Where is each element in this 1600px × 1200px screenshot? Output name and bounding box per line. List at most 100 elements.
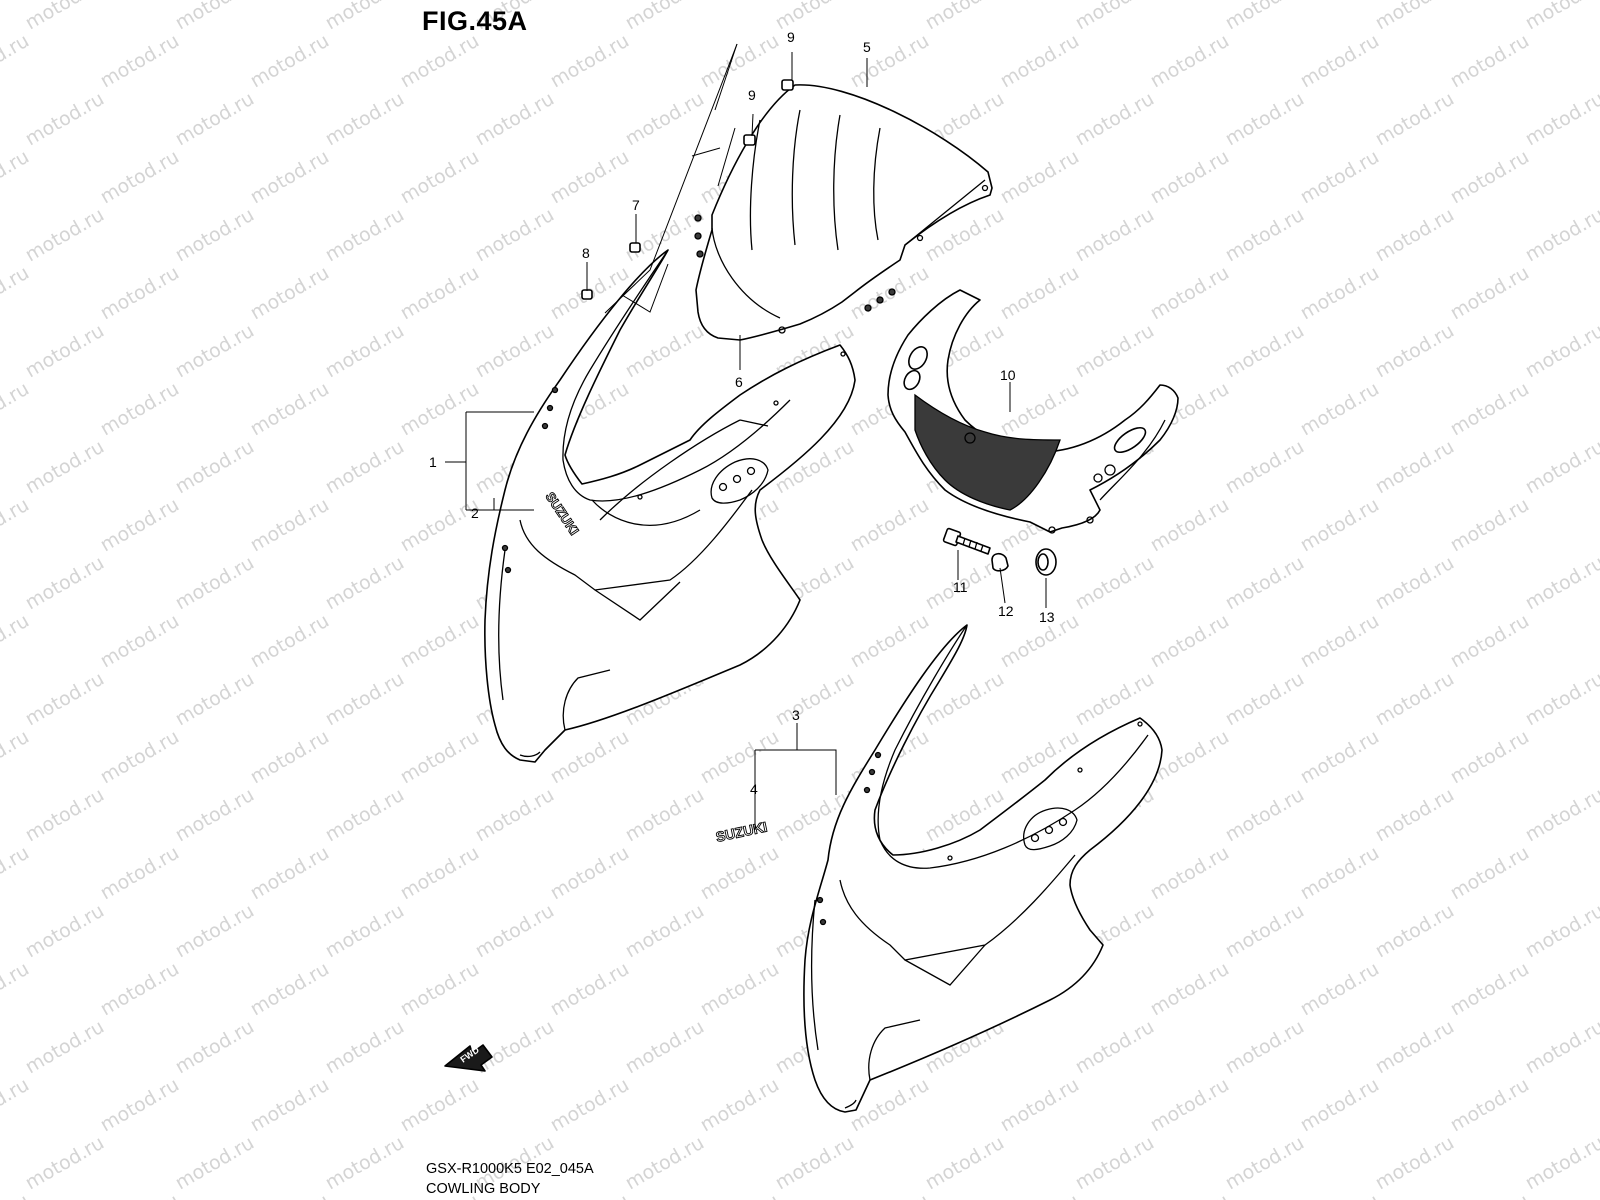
watermark-text: motod.ru — [322, 552, 408, 615]
watermark-text: motod.ru — [772, 0, 858, 34]
watermark-text: motod.ru — [1222, 0, 1308, 34]
watermark-text: motod.ru — [1072, 88, 1158, 151]
watermark-text: motod.ru — [0, 378, 33, 441]
watermark-text: motod.ru — [1597, 726, 1600, 789]
watermark-text: motod.ru — [0, 494, 33, 557]
windscreen — [694, 84, 993, 341]
watermark-text: motod.ru — [697, 30, 783, 93]
watermark-text: motod.ru — [1447, 842, 1533, 905]
watermark-text: motod.ru — [1372, 88, 1458, 151]
watermark-text: motod.ru — [697, 842, 783, 905]
watermark-text: motod.ru — [22, 552, 108, 615]
callout-labels: 1 2 3 4 5 6 7 8 9 9 10 11 12 13 — [429, 29, 1055, 797]
watermark-text: motod.ru — [1522, 204, 1600, 267]
watermark-text: motod.ru — [1147, 1190, 1233, 1200]
watermark-text: motod.ru — [547, 30, 633, 93]
watermark-text: motod.ru — [97, 1074, 183, 1137]
watermark-text: motod.ru — [997, 146, 1083, 209]
watermark-text: motod.ru — [1372, 784, 1458, 847]
watermark-text: motod.ru — [997, 262, 1083, 325]
nut-12 — [991, 552, 1009, 572]
watermark-text: motod.ru — [22, 1016, 108, 1079]
watermark-text: motod.ru — [1072, 0, 1158, 34]
emblem-logo: SUZUKI — [714, 818, 768, 844]
watermark-text: motod.ru — [247, 262, 333, 325]
watermark-text: motod.ru — [1222, 784, 1308, 847]
grommet-13 — [1035, 548, 1057, 576]
watermark-text: motod.ru — [472, 88, 558, 151]
watermark-text: motod.ru — [997, 1074, 1083, 1137]
watermark-text: motod.ru — [697, 726, 783, 789]
watermark-text: motod.ru — [247, 494, 333, 557]
watermark-text: motod.ru — [1522, 88, 1600, 151]
watermark-text: motod.ru — [1072, 204, 1158, 267]
watermark-text: motod.ru — [0, 30, 33, 93]
watermark-text: motod.ru — [1522, 784, 1600, 847]
watermark-text: motod.ru — [1447, 1074, 1533, 1137]
watermark-text: motod.ru — [247, 378, 333, 441]
watermark-text: motod.ru — [847, 1190, 933, 1200]
callout-2: 2 — [471, 505, 479, 521]
watermark-text: motod.ru — [1597, 1074, 1600, 1137]
watermark-text: motod.ru — [97, 146, 183, 209]
watermark-text: motod.ru — [1597, 494, 1600, 557]
watermark-text: motod.ru — [922, 0, 1008, 34]
watermark-text: motod.ru — [697, 1074, 783, 1137]
watermark-text: motod.ru — [22, 668, 108, 731]
watermark-text: motod.ru — [172, 1016, 258, 1079]
watermark-text: motod.ru — [1597, 842, 1600, 905]
watermark-text: motod.ru — [1297, 726, 1383, 789]
watermark-text: motod.ru — [247, 30, 333, 93]
watermark-text: motod.ru — [1297, 494, 1383, 557]
watermark-text: motod.ru — [997, 1190, 1083, 1200]
bolt-11 — [942, 527, 991, 555]
watermark-text: motod.ru — [622, 88, 708, 151]
callout-13: 13 — [1039, 609, 1055, 625]
watermark-text: motod.ru — [1597, 378, 1600, 441]
watermark-text: motod.ru — [1447, 30, 1533, 93]
watermark-text: motod.ru — [1372, 320, 1458, 383]
watermark-text: motod.ru — [0, 726, 33, 789]
callout-7: 7 — [632, 197, 640, 213]
watermark-text: motod.ru — [1222, 552, 1308, 615]
watermark-text: motod.ru — [1222, 900, 1308, 963]
watermark-text: motod.ru — [247, 146, 333, 209]
watermark-text: motod.ru — [1447, 958, 1533, 1021]
watermark-text: motod.ru — [1072, 1132, 1158, 1195]
watermark-text: motod.ru — [172, 0, 258, 34]
watermark-text: motod.ru — [997, 30, 1083, 93]
watermark-text: motod.ru — [1522, 436, 1600, 499]
watermark-text: motod.ru — [22, 900, 108, 963]
watermark-text: motod.ru — [172, 204, 258, 267]
watermark-text: motod.ru — [1447, 146, 1533, 209]
watermark-text: motod.ru — [1147, 494, 1233, 557]
watermark-text: motod.ru — [1222, 320, 1308, 383]
watermark-text: motod.ru — [322, 1016, 408, 1079]
watermark-text: motod.ru — [0, 262, 33, 325]
watermark-text: motod.ru — [172, 552, 258, 615]
watermark-text: motod.ru — [97, 262, 183, 325]
watermark-text: motod.ru — [1447, 494, 1533, 557]
watermark-text: motod.ru — [1072, 320, 1158, 383]
callout-4: 4 — [750, 781, 758, 797]
watermark-text: motod.ru — [397, 146, 483, 209]
watermark-text: motod.ru — [472, 900, 558, 963]
watermark-text: motod.ru — [1372, 0, 1458, 34]
watermark-text: motod.ru — [0, 610, 33, 673]
watermark-text: motod.ru — [1297, 146, 1383, 209]
watermark-text: motod.ru — [397, 842, 483, 905]
watermark-text: motod.ru — [1447, 1190, 1533, 1200]
watermark-text: motod.ru — [547, 958, 633, 1021]
watermark-text: motod.ru — [22, 0, 108, 34]
watermark-text: motod.ru — [1297, 1190, 1383, 1200]
watermark-text: motod.ru — [1372, 552, 1458, 615]
watermark-text: motod.ru — [622, 900, 708, 963]
watermark-text: motod.ru — [472, 784, 558, 847]
watermark-text: motod.ru — [97, 726, 183, 789]
watermark-text: motod.ru — [697, 1190, 783, 1200]
watermark-text: motod.ru — [247, 958, 333, 1021]
watermark-text: motod.ru — [397, 958, 483, 1021]
watermark-text: motod.ru — [547, 1190, 633, 1200]
watermark-text: motod.ru — [1372, 1132, 1458, 1195]
watermark-text: motod.ru — [1597, 610, 1600, 673]
